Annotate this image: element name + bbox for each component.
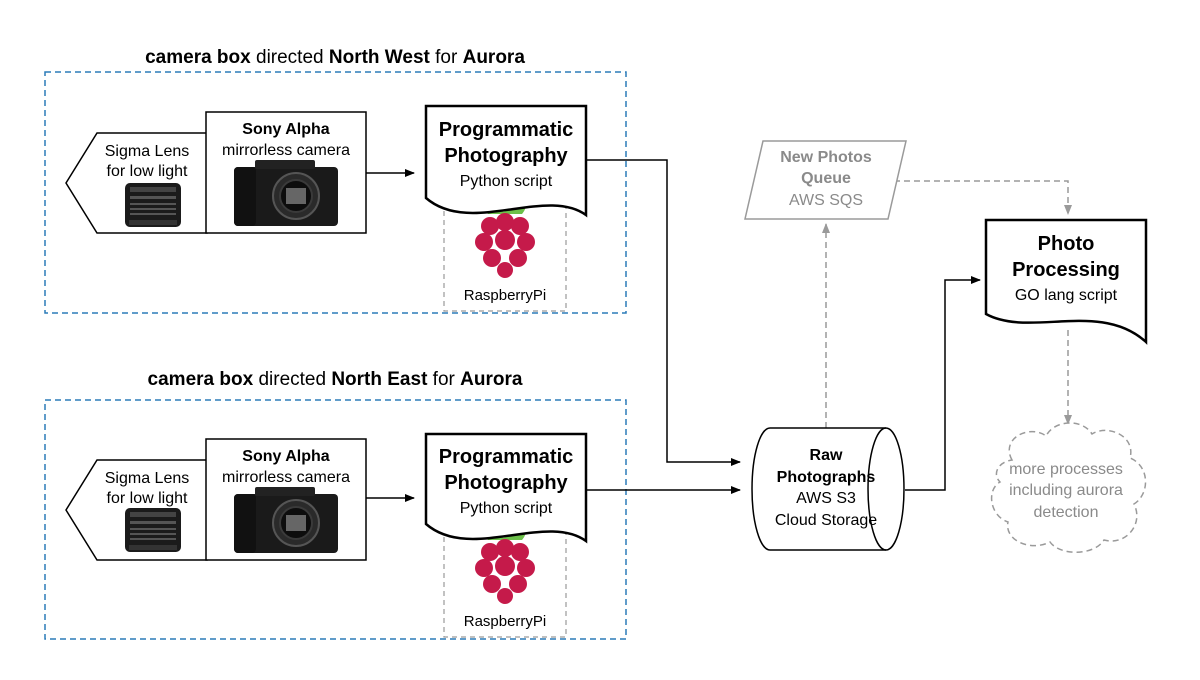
arrow-storage-to-processing [905, 276, 981, 491]
camera-box-title: camera box directed North West for Auror… [145, 47, 525, 68]
lens-label-line1: Sigma Lens [105, 143, 190, 160]
queue-label-line1: New Photos [780, 149, 872, 166]
lens-label-line1: Sigma Lens [105, 470, 190, 487]
script-label-line3: Python script [460, 500, 553, 517]
script-label-line3: Python script [460, 173, 553, 190]
sigma-lens-node: Sigma Lens for low light [65, 459, 208, 561]
camera-box-border [44, 71, 627, 314]
photo-processing-node: Photo Processing GO lang script [984, 218, 1148, 345]
lens-label-line2: for low light [107, 163, 188, 180]
lens-label-line2: for low light [107, 490, 188, 507]
raspberry-pi-logo [475, 203, 535, 278]
raspberry-pi-label: RaspberryPi [464, 287, 547, 304]
camera-box-north-east: camera box directed North East for Auror… [44, 369, 627, 640]
camera-box-title: camera box directed North East for Auror… [148, 369, 523, 390]
script-label-line2: Photography [444, 145, 568, 167]
raspberry-pi-label: RaspberryPi [464, 613, 547, 630]
new-photos-queue-node: New Photos Queue AWS SQS [744, 140, 907, 220]
cloud-label-line2: including aurora [1009, 482, 1123, 499]
sony-alpha-node: Sony Alpha mirrorless camera [205, 111, 367, 234]
camera-label-line2: mirrorless camera [222, 469, 350, 486]
storage-label-line1: Raw [810, 447, 843, 464]
lens-photo-icon [125, 508, 181, 552]
camera-label-line1: Sony Alpha [242, 448, 330, 465]
storage-label-line2: Photographs [777, 469, 876, 486]
camera-label-line2: mirrorless camera [222, 142, 350, 159]
camera-photo-icon [234, 487, 338, 553]
queue-label-line2: Queue [801, 170, 851, 187]
programmatic-photography-node: Programmatic Photography Python script [424, 104, 588, 218]
storage-label-line3: AWS S3 [796, 490, 856, 507]
queue-label-line3: AWS SQS [789, 192, 863, 209]
camera-label-line1: Sony Alpha [242, 121, 330, 138]
arrow-script1-to-storage [586, 159, 741, 466]
cloud-label-line3: detection [1034, 504, 1099, 521]
lens-photo-icon [125, 183, 181, 227]
more-processes-cloud-node: more processes including aurora detectio… [990, 422, 1147, 553]
cloud-label-line1: more processes [1009, 461, 1123, 478]
processing-label-line3: GO lang script [1015, 287, 1118, 304]
processing-label-line1: Photo [1038, 233, 1095, 255]
camera-box-north-west: camera box directed North West for Auror… [44, 47, 627, 314]
raspberry-pi-logo [475, 529, 535, 604]
camera-photo-icon [234, 160, 338, 226]
programmatic-photography-node: Programmatic Photography Python script [424, 432, 588, 544]
script-label-line1: Programmatic [439, 119, 574, 141]
raw-photographs-storage-node: Raw Photographs AWS S3 Cloud Storage [751, 427, 905, 551]
sigma-lens-node: Sigma Lens for low light [65, 132, 208, 234]
processing-label-line2: Processing [1012, 259, 1120, 281]
camera-box-border [44, 399, 627, 640]
script-label-line1: Programmatic [439, 446, 574, 468]
script-label-line2: Photography [444, 472, 568, 494]
sony-alpha-node: Sony Alpha mirrorless camera [205, 438, 367, 561]
storage-label-line4: Cloud Storage [775, 512, 877, 529]
arrow-queue-to-processing [894, 180, 1072, 215]
